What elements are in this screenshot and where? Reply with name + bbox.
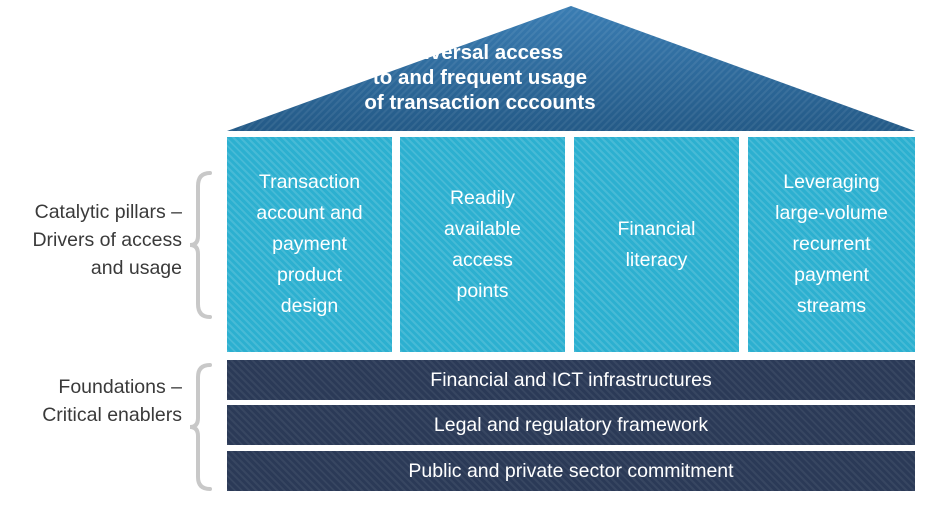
catalytic-pillars-label: Catalytic pillars – Drivers of access an…	[32, 198, 182, 282]
pillar-financial-literacy: Financial literacy	[574, 137, 739, 352]
roof-title-line: to and frequent usage	[372, 66, 588, 89]
roof-title-line: of transaction cccounts	[364, 91, 596, 114]
roof-title-line: Universal access	[396, 41, 564, 64]
pillar-label-line: literacy	[625, 248, 688, 271]
foundation-sector-commitment: Public and private sector commitment	[227, 451, 915, 491]
side-label-line: Catalytic pillars –	[34, 201, 182, 223]
pillar-payment-streams: Leveraging large-volume recurrent paymen…	[748, 137, 915, 352]
pillar-label: Financial literacy	[617, 214, 695, 276]
pillar-label-line: Financial	[617, 217, 696, 240]
foundations-brace-icon	[189, 363, 212, 491]
pillar-label-line: payment	[794, 264, 869, 286]
pillar-product-design: Transaction account and payment product …	[227, 137, 392, 352]
foundations-label: Foundations – Critical enablers	[42, 373, 182, 429]
pillar-label-line: recurrent	[792, 233, 871, 255]
foundation-infrastructures: Financial and ICT infrastructures	[227, 360, 915, 400]
pillars-brace-icon	[189, 171, 212, 319]
pillar-label-line: account and	[256, 202, 363, 224]
side-label-line: and usage	[90, 257, 182, 279]
roof-title: Universal access to and frequent usage o…	[330, 40, 630, 115]
pillar-label-line: access	[452, 248, 513, 271]
pillar-label-line: product	[276, 264, 343, 286]
side-label-line: Critical enablers	[42, 404, 182, 426]
side-label-line: Foundations –	[58, 376, 182, 398]
pillar-label-line: points	[456, 279, 509, 302]
side-label-line: Drivers of access	[32, 229, 182, 251]
pillar-label-line: Readily	[449, 186, 516, 209]
pillar-label: Readily available access points	[444, 183, 521, 307]
pillar-label-line: Transaction	[258, 171, 361, 193]
pillar-label-line: payment	[272, 233, 347, 255]
pillar-label-line: design	[280, 295, 339, 317]
pillar-label-line: large-volume	[775, 202, 888, 224]
pillar-access-points: Readily available access points	[400, 137, 565, 352]
foundation-legal-framework: Legal and regulatory framework	[227, 405, 915, 445]
pillar-label: Transaction account and payment product …	[256, 167, 362, 322]
pillar-label: Leveraging large-volume recurrent paymen…	[775, 167, 888, 322]
pillar-label-line: streams	[796, 295, 867, 317]
pillar-label-line: Leveraging	[783, 171, 880, 193]
pillar-label-line: available	[444, 217, 521, 240]
